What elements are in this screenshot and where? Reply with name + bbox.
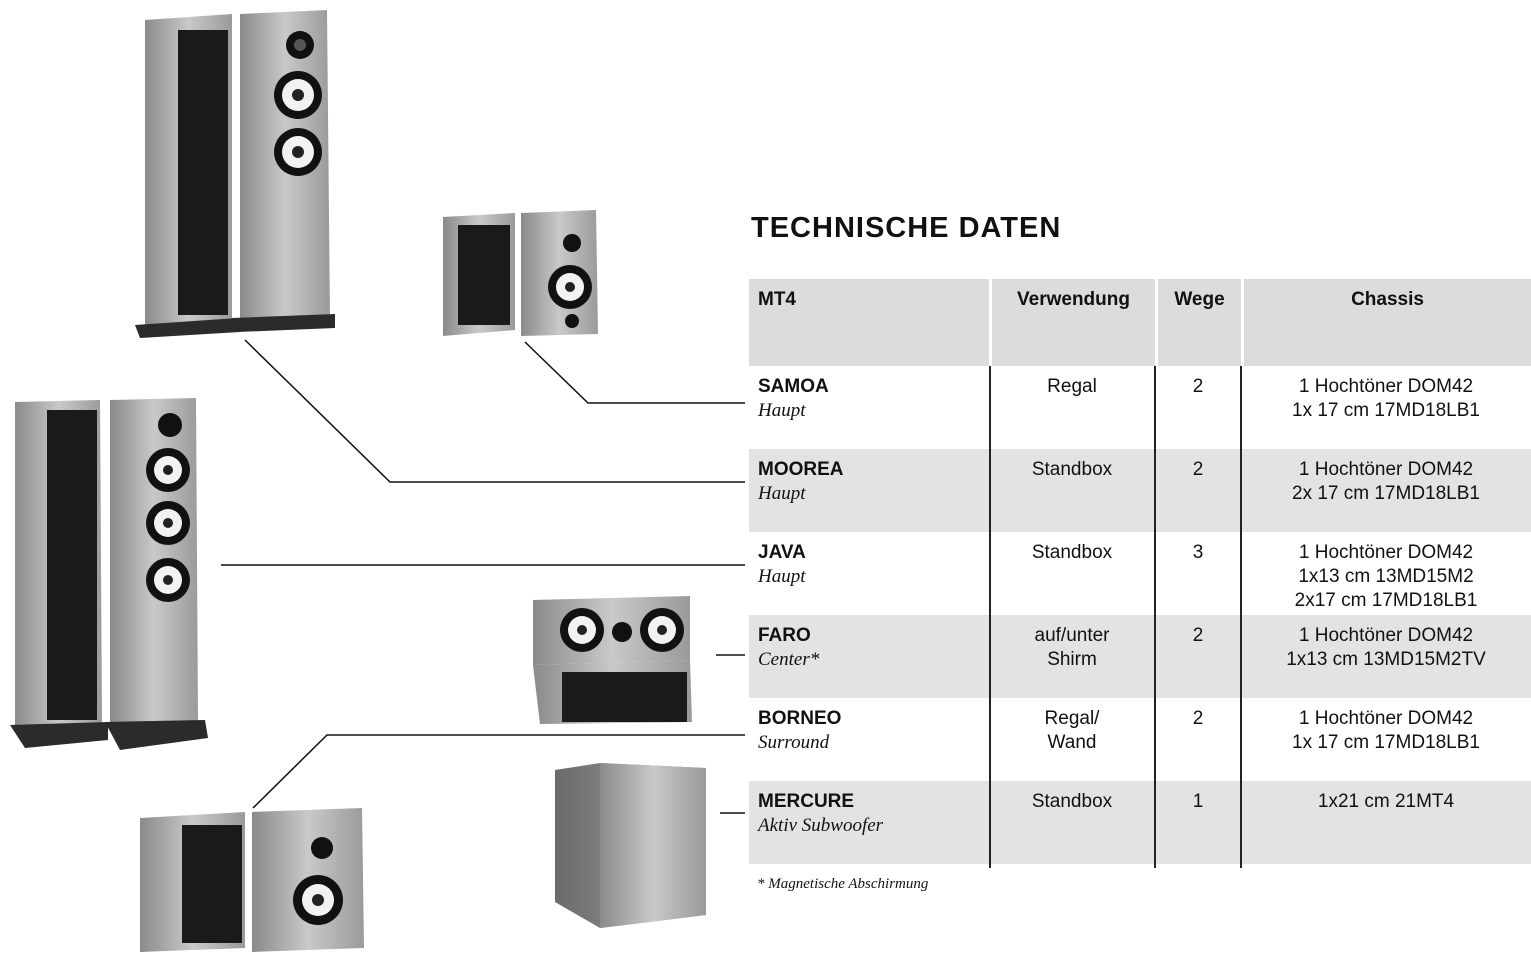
model-name: FARO [758, 625, 811, 646]
ways-cell: 2 [1192, 625, 1204, 646]
model-role: Haupt [758, 483, 806, 504]
mercure-subwoofer [555, 763, 706, 928]
table-row: BORNEO Surround Regal/Wand 2 1 Hochtöner … [749, 698, 1531, 781]
table-row: MOOREA Haupt Standbox 2 1 Hochtöner DOM42… [749, 449, 1531, 532]
model-role: Haupt [758, 400, 806, 421]
use-cell: Regal [1047, 376, 1097, 397]
borneo-speakers [140, 808, 364, 952]
ways-cell: 2 [1192, 708, 1204, 729]
ways-cell: 2 [1192, 376, 1204, 397]
ways-cell: 1 [1192, 791, 1204, 812]
use-cell: Standbox [1031, 791, 1113, 812]
specs-table: MT4 Verwendung Wege Chassis SAMOA Haupt R… [749, 279, 1531, 868]
use-cell: Regal/Wand [1044, 708, 1100, 753]
model-role: Center* [758, 649, 820, 670]
model-name: BORNEO [758, 708, 842, 729]
model-role: Aktiv Subwoofer [758, 815, 884, 836]
ways-cell: 2 [1192, 459, 1204, 480]
model-name: SAMOA [758, 376, 829, 397]
chassis-cell: 1x21 cm 21MT4 [1317, 791, 1455, 812]
faro-center [533, 596, 692, 724]
model-name: MOOREA [758, 459, 844, 480]
ways-cell: 3 [1192, 542, 1204, 563]
page-title: TECHNISCHE DATEN [751, 212, 1062, 244]
column-divider [1240, 366, 1242, 868]
table-header: MT4 Verwendung Wege Chassis [749, 279, 1531, 366]
model-name: JAVA [758, 542, 806, 563]
column-divider [989, 366, 991, 868]
header-chassis: Chassis [1244, 279, 1531, 366]
model-role: Haupt [758, 566, 806, 587]
use-cell: Standbox [1031, 459, 1113, 480]
java-speakers [10, 398, 208, 750]
model-role: Surround [758, 732, 830, 753]
moorea-speakers [135, 10, 335, 338]
header-use: Verwendung [992, 279, 1155, 366]
table-row: MERCURE Aktiv Subwoofer Standbox 1 1x21 c… [749, 781, 1531, 864]
model-name: MERCURE [758, 791, 855, 812]
samoa-speakers [443, 210, 598, 336]
header-model: MT4 [749, 279, 989, 366]
use-cell: Standbox [1031, 542, 1113, 563]
column-divider [1154, 366, 1156, 868]
footnote: * Magnetische Abschirmung [757, 876, 929, 892]
header-ways: Wege [1158, 279, 1241, 366]
connector-lines [221, 339, 745, 814]
